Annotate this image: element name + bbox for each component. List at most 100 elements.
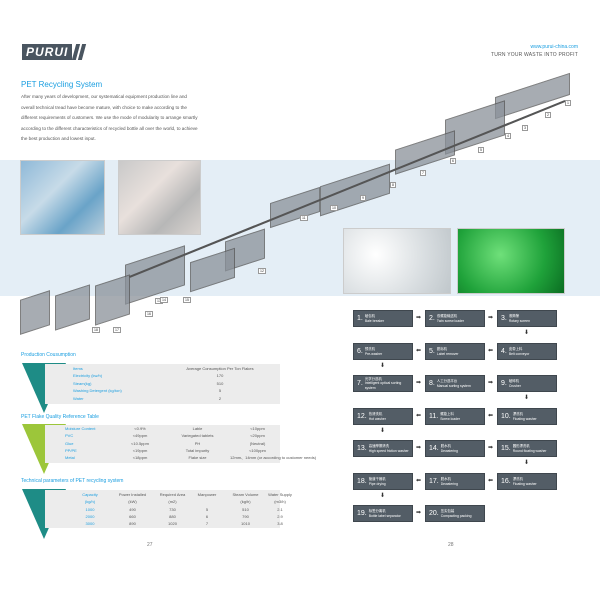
machine-number-label: 9 xyxy=(360,195,366,201)
step-chinese-label: 预洗机 xyxy=(364,347,376,351)
quality-value: PH xyxy=(194,440,201,446)
bale-photo-2 xyxy=(118,160,201,235)
arrow-down-icon: ⬇ xyxy=(524,395,530,401)
step-number: 2. xyxy=(429,315,435,322)
quality-item: PP/PE xyxy=(65,447,77,453)
purui-logo: PURUI xyxy=(22,44,87,60)
tech-header: Manpower xyxy=(197,492,217,497)
quality-value: <0.9% xyxy=(134,426,146,431)
machine-number-label: 12 xyxy=(258,268,266,274)
arrow-icon: ➡ xyxy=(416,445,422,451)
tech-unit: (m3/h) xyxy=(274,499,286,504)
arrow-icon: ➡ xyxy=(488,380,494,386)
step-chinese-label: 热清洗机 xyxy=(368,412,383,416)
machine-number-label: 16 xyxy=(145,311,153,317)
quality-value: Lable xyxy=(192,426,203,431)
tech-header: Required Area xyxy=(159,492,186,497)
consumption-value: 2 xyxy=(218,395,222,401)
arrow-icon: ⬅ xyxy=(488,478,494,484)
step-chinese-label: 滚筒筛 xyxy=(508,314,520,318)
quality-value: <20ppm xyxy=(250,433,265,439)
step-chinese-label: 脱水机 xyxy=(440,477,451,481)
step-english-label: Dewatering xyxy=(440,481,458,486)
arrow-down-icon: ⬇ xyxy=(524,460,530,466)
step-chinese-label: 压实包装 xyxy=(440,509,455,513)
consumption-table: Items Average Consumption Per Ton Flakes… xyxy=(45,364,280,404)
step-number: 10. xyxy=(501,413,511,420)
tech-value: 490 xyxy=(129,507,136,512)
step-number: 18. xyxy=(357,478,367,485)
step-english-label: Belt conveyor xyxy=(508,351,530,356)
tech-unit: (kg/h) xyxy=(84,499,96,504)
technical-table: Capacity(kg/h)Power Installed(kW)Require… xyxy=(45,490,292,528)
step-english-label: Manual sorting system xyxy=(436,383,471,388)
step-chinese-label: 皮带上料 xyxy=(508,347,523,351)
machine-number-label: 17 xyxy=(113,327,121,333)
arrow-icon: ⬅ xyxy=(416,413,422,419)
slogan: TURN YOUR WASTE INTO PROFIT xyxy=(491,52,578,58)
machine-unit xyxy=(20,290,50,335)
step-number: 5. xyxy=(429,348,435,355)
machine-number-label: 8 xyxy=(390,182,396,188)
quality-item: Metal xyxy=(65,455,75,461)
arrow-icon: ➡ xyxy=(416,510,422,516)
step-number: 8. xyxy=(429,380,435,387)
step-number: 6. xyxy=(357,348,363,355)
machine-number-label: 15 xyxy=(183,297,191,303)
quality-value: <18ppm xyxy=(132,455,148,461)
step-english-label: Compacting packing xyxy=(440,513,472,518)
tech-value: 5 xyxy=(205,507,209,512)
arrow-icon: ➡ xyxy=(488,315,494,321)
page-number-left: 27 xyxy=(147,542,153,548)
step-number: 14. xyxy=(429,445,439,452)
tech-value: 730 xyxy=(169,507,176,512)
step-english-label: Pipe drying xyxy=(368,481,386,486)
tech-value: 880 xyxy=(169,514,176,519)
quality-value: Total impurity xyxy=(185,447,210,453)
machine-number-label: 3 xyxy=(522,125,528,131)
website-link[interactable]: www.purui-china.com xyxy=(530,44,578,50)
machine-number-label: 7 xyxy=(420,170,426,176)
step-english-label: Bale breaker xyxy=(364,318,385,323)
arrow-down-icon: ⬇ xyxy=(380,363,386,369)
step-number: 16. xyxy=(501,478,511,485)
machine-number-label: 10 xyxy=(330,205,338,211)
bale-photo-1 xyxy=(20,160,105,235)
step-english-label: Bottle label separator xyxy=(368,513,401,518)
arrow-down-icon: ⬇ xyxy=(380,493,386,499)
consumption-item: Steam(kg) xyxy=(73,380,92,386)
arrow-down-icon: ⬇ xyxy=(524,330,530,336)
clear-flakes-photo xyxy=(343,228,451,294)
consumption-value: 170 xyxy=(216,373,224,378)
arrow-icon: ➡ xyxy=(416,315,422,321)
arrow-icon: ➡ xyxy=(416,380,422,386)
arrow-down-icon: ⬇ xyxy=(380,428,386,434)
step-number: 12. xyxy=(357,413,367,420)
tech-header: Water Supply xyxy=(268,492,292,497)
consumption-item: Washing Detergent (kg/ton) xyxy=(73,388,122,393)
tech-value: 3.8 xyxy=(277,521,283,526)
tech-value: 2.1 xyxy=(277,507,283,512)
quality-item: Glue xyxy=(65,440,74,446)
machine-number-label: 5 xyxy=(478,147,484,153)
arrow-icon: ⬅ xyxy=(416,348,422,354)
tech-value: 890 xyxy=(129,521,136,526)
tech-header: Steam Volume xyxy=(232,492,259,497)
arrow-icon: ⬅ xyxy=(488,413,494,419)
